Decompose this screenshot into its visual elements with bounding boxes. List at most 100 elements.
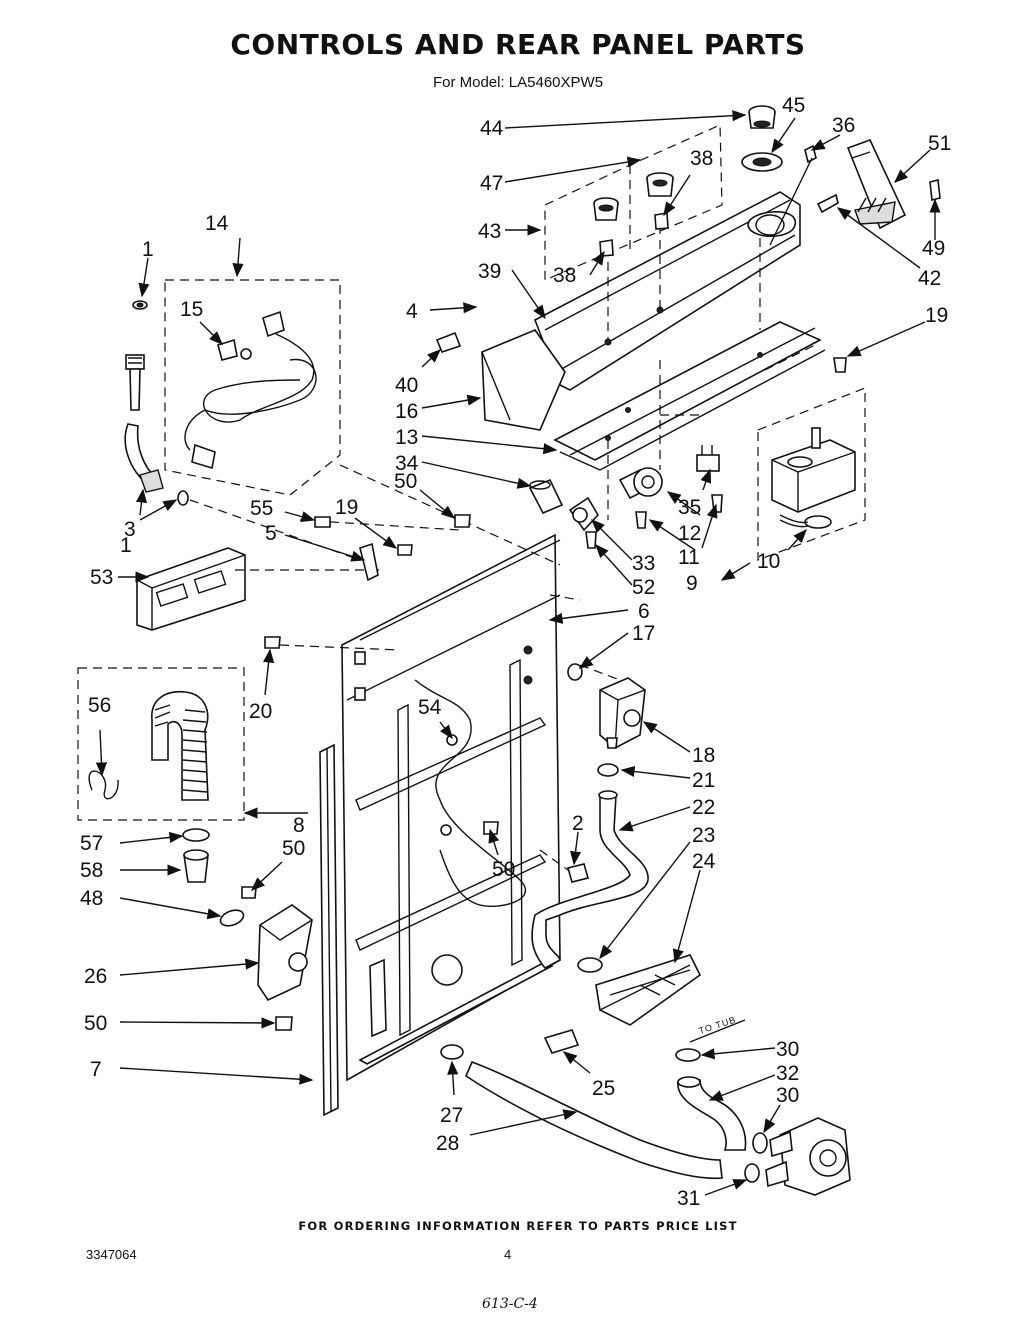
callout-10: 10 — [757, 550, 780, 573]
callout-13: 13 — [395, 426, 418, 449]
document-number: 3347064 — [86, 1247, 137, 1262]
knob-44 — [748, 105, 776, 129]
ring-30-bottom — [752, 1132, 768, 1154]
water-valve-18 — [599, 677, 646, 749]
switch-12 — [618, 467, 663, 500]
callout-30-top: 30 — [776, 1038, 799, 1061]
console-rail-13 — [553, 321, 826, 471]
leader-lines — [95, 110, 941, 1196]
clamp-5 — [359, 542, 379, 582]
callout-50-bottom: 50 — [84, 1012, 107, 1035]
callout-44: 44 — [480, 117, 504, 140]
callout-1-top: 1 — [142, 238, 154, 261]
adapter-58 — [183, 849, 209, 883]
part-25 — [543, 1029, 580, 1054]
knob-43 — [593, 197, 619, 221]
ring-30-top — [675, 1048, 701, 1062]
callout-9: 9 — [686, 572, 698, 595]
callout-14: 14 — [205, 212, 229, 235]
callout-39: 39 — [478, 260, 501, 283]
hose-22 — [531, 790, 649, 970]
callout-3: 3 — [124, 518, 136, 541]
callout-7: 7 — [90, 1058, 102, 1081]
washer-17 — [567, 663, 583, 681]
callout-31: 31 — [677, 1187, 700, 1210]
callout-8: 8 — [293, 814, 305, 837]
screw-20 — [264, 636, 281, 649]
clamp-57 — [182, 828, 210, 842]
model-subtitle: For Model: LA5460XPW5 — [432, 74, 604, 91]
mount-guide-lines — [607, 225, 816, 520]
clamp-23 — [577, 957, 603, 973]
callout-56: 56 — [88, 694, 111, 717]
kit-outline-14 — [164, 279, 341, 496]
callout-19-mid: 19 — [335, 496, 358, 519]
page-title: CONTROLS AND REAR PANEL PARTS — [230, 28, 806, 61]
callout-6: 6 — [638, 600, 650, 623]
kit-outline-9 — [757, 387, 866, 561]
callout-30-bottom: 30 — [776, 1084, 799, 1107]
sump-24 — [595, 954, 702, 1026]
callout-47: 47 — [480, 172, 503, 195]
callout-17: 17 — [632, 622, 655, 645]
bracket-53 — [136, 547, 246, 631]
callout-5: 5 — [265, 522, 277, 545]
callout-23: 23 — [692, 824, 715, 847]
callout-27: 27 — [440, 1104, 463, 1127]
callout-15: 15 — [180, 298, 203, 321]
callout-49: 49 — [922, 237, 945, 260]
callout-22: 22 — [692, 796, 715, 819]
callout-labels: 1 1 2 3 4 5 6 7 8 9 10 11 12 13 14 15 16… — [80, 94, 951, 1210]
callout-42: 42 — [918, 267, 941, 290]
callout-34: 34 — [395, 452, 419, 475]
screw-11 — [635, 494, 723, 529]
inlet-hose-3 — [124, 354, 164, 493]
callout-55: 55 — [250, 497, 273, 520]
side-rail-7 — [319, 743, 339, 1117]
drain-hose-56 — [88, 691, 209, 801]
callout-52: 52 — [632, 576, 655, 599]
callout-11: 11 — [678, 546, 700, 569]
callout-50-left: 50 — [282, 837, 305, 860]
callout-58: 58 — [80, 859, 103, 882]
callout-35: 35 — [678, 496, 701, 519]
page-number: 4 — [504, 1247, 512, 1262]
rear-panel-6 — [341, 533, 561, 1082]
tub-connection: TO TUB — [689, 1014, 746, 1043]
clamp-27 — [440, 1044, 464, 1060]
callout-19-top: 19 — [925, 304, 948, 327]
switch-51 — [846, 138, 907, 230]
callout-20: 20 — [249, 700, 272, 723]
hose-32 — [677, 1076, 747, 1151]
callout-50-top: 50 — [394, 470, 417, 493]
callout-33: 33 — [632, 552, 655, 575]
callout-51: 51 — [928, 132, 951, 155]
callout-48: 48 — [80, 887, 103, 910]
callout-45: 45 — [782, 94, 805, 117]
switch-35 — [696, 445, 720, 472]
hose-28 — [465, 1060, 723, 1180]
kit-outline-8 — [77, 667, 245, 821]
callout-28: 28 — [436, 1132, 459, 1155]
callout-4: 4 — [406, 300, 418, 323]
cam-34 — [528, 478, 564, 515]
callout-40: 40 — [395, 374, 418, 397]
pump — [765, 1117, 851, 1196]
callout-24: 24 — [692, 850, 716, 873]
callout-2: 2 — [572, 812, 584, 835]
screw-36 — [769, 144, 817, 246]
clip-40 — [435, 331, 462, 353]
callout-1-bottom: 1 — [120, 534, 132, 557]
screw-50-top — [454, 514, 471, 528]
console-end-cap-16 — [481, 329, 566, 431]
washer-1-bottom — [177, 490, 189, 506]
bracket-33 — [568, 496, 599, 532]
clamp-48 — [219, 909, 245, 927]
timer-motor-10 — [779, 514, 832, 529]
timer-9 — [771, 427, 856, 513]
knob-47 — [646, 172, 674, 197]
screw-19-top — [833, 357, 847, 373]
callout-25: 25 — [592, 1077, 615, 1100]
screw-52 — [585, 531, 597, 549]
